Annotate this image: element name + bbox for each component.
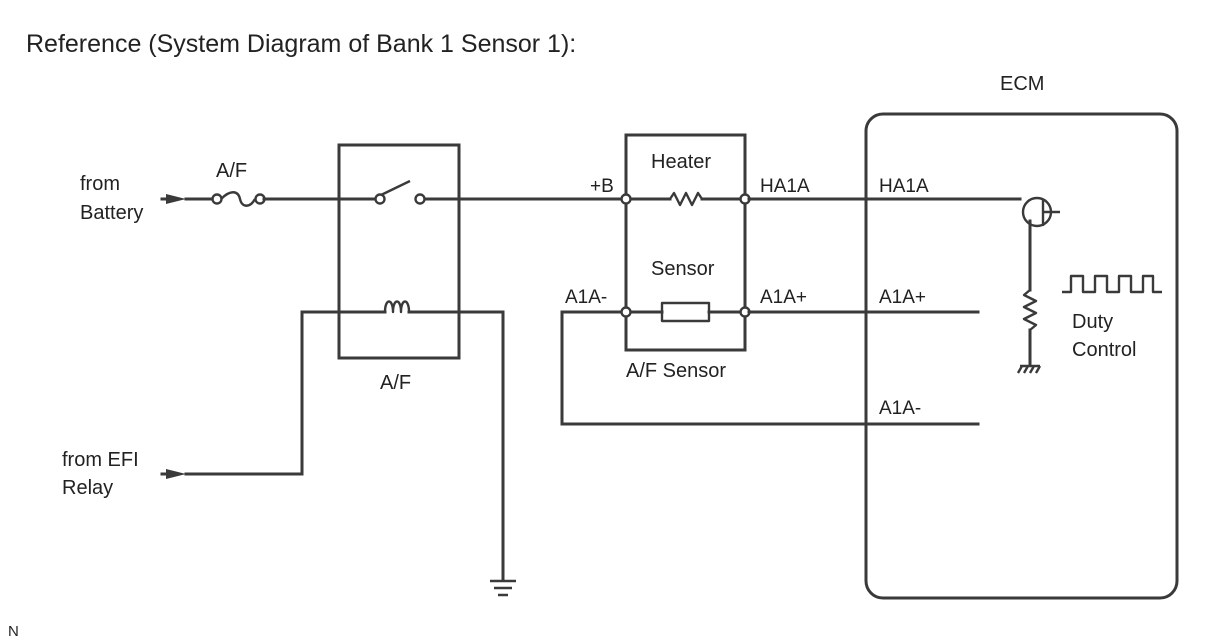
ecm-label: ECM <box>1000 73 1044 95</box>
heater-resistor-icon <box>669 191 703 207</box>
duty-pulse-waveform-icon <box>1062 274 1162 294</box>
transistor-base-icon <box>1041 199 1060 226</box>
a1a-minus-wire <box>560 310 980 426</box>
relay-label: A/F <box>380 372 411 394</box>
sensor-element-icon <box>660 301 711 323</box>
duty-control-label-line1: Duty <box>1072 311 1113 333</box>
battery-label-line1: from <box>80 173 120 195</box>
efi-arrow-icon <box>166 469 186 479</box>
relay-switch-terminal-right <box>414 193 426 205</box>
terminal-a1a-minus <box>620 306 632 318</box>
battery-arrow-icon <box>166 194 186 204</box>
relay-switch-contact-icon <box>380 179 411 197</box>
terminal-plus-b <box>620 193 632 205</box>
ecm-resistor-icon <box>1022 289 1038 331</box>
efi-to-coil-wire <box>184 310 304 476</box>
pin-ha1a-sensor-label: HA1A <box>760 176 810 197</box>
diagram-title: Reference (System Diagram of Bank 1 Sens… <box>26 30 576 58</box>
pin-a1a-plus-sensor-label: A1A+ <box>760 287 807 308</box>
ecm-box <box>864 112 1179 600</box>
duty-control-label-line2: Control <box>1072 339 1136 361</box>
ground-icon <box>490 579 516 597</box>
corner-mark: N <box>8 623 19 640</box>
af-relay-box <box>337 143 461 360</box>
fuse-terminal-left <box>211 193 223 205</box>
heater-label: Heater <box>651 151 711 173</box>
ecm-pin-ha1a-label: HA1A <box>879 176 929 197</box>
chassis-ground-icon <box>1016 364 1042 374</box>
pin-plus-b-label: +B <box>590 176 614 197</box>
af-sensor-label: A/F Sensor <box>626 360 726 382</box>
sensor-label: Sensor <box>651 258 715 280</box>
relay-switch-terminal-left <box>374 193 386 205</box>
efi-label-line2: Relay <box>62 477 113 499</box>
efi-label-line1: from EFI <box>62 449 139 471</box>
relay-coil-icon <box>383 300 411 314</box>
fuse-label: A/F <box>216 160 247 182</box>
af-sensor-box <box>624 133 747 352</box>
battery-label-line2: Battery <box>80 202 143 224</box>
ecm-pin-a1a-plus-label: A1A+ <box>879 287 926 308</box>
pin-a1a-minus-sensor-label: A1A- <box>565 287 607 308</box>
ecm-pin-a1a-minus-label: A1A- <box>879 398 921 419</box>
fuse-icon <box>220 191 257 207</box>
